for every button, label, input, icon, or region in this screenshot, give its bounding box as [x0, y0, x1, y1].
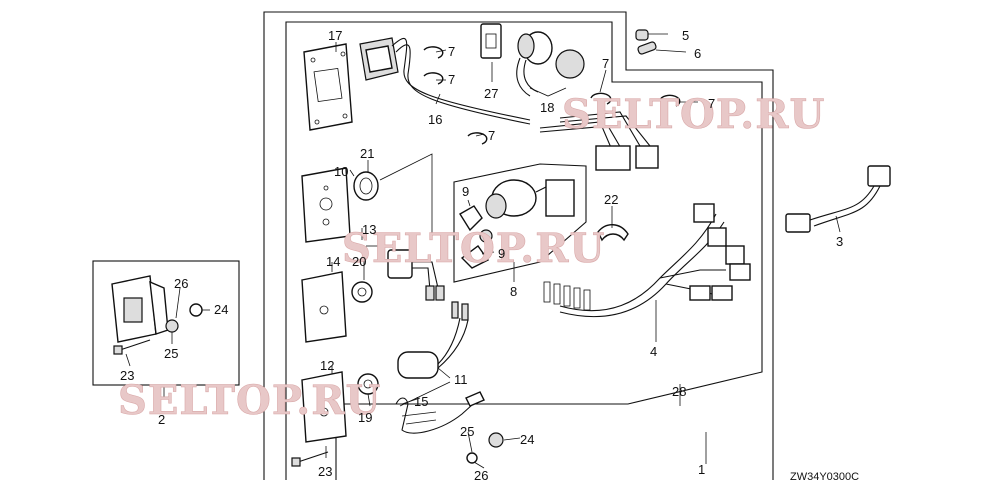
callout-10: 10 — [334, 164, 348, 179]
part-18-buzzer — [516, 31, 585, 97]
part-24-26-nut-washer-bottom — [466, 432, 504, 464]
callout-14: 14 — [326, 254, 340, 269]
diagram-code: ZW34Y0300C — [790, 471, 859, 483]
callout-17: 17 — [328, 28, 342, 43]
watermark: SELTOP.RU — [342, 225, 605, 272]
callout-22: 22 — [604, 192, 618, 207]
part-5-6-pins — [635, 29, 657, 55]
callout-24: 24 — [214, 302, 228, 317]
callout-6: 6 — [694, 46, 701, 61]
callout-16: 16 — [428, 112, 442, 127]
callout-3: 3 — [836, 234, 843, 249]
callout-26: 26 — [474, 468, 488, 483]
main-frame — [263, 11, 774, 480]
part-27-grommet — [480, 23, 502, 59]
callout-23: 23 — [120, 368, 134, 383]
part-12-plate — [301, 371, 347, 443]
part-4-harness — [543, 203, 751, 318]
inner-frame — [285, 21, 763, 480]
part-17-plate — [303, 43, 353, 131]
clip-7-group — [423, 46, 681, 145]
callout-7: 7 — [488, 128, 495, 143]
part-9-key-b — [460, 245, 490, 269]
callout-8: 8 — [510, 284, 517, 299]
part-13-switch — [387, 249, 445, 301]
callout-18: 18 — [540, 100, 554, 115]
watermark: SELTOP.RU — [118, 377, 381, 424]
part-10-plate — [301, 167, 351, 243]
part-3-cable — [785, 165, 891, 233]
callout-25: 25 — [460, 424, 474, 439]
callout-24: 24 — [520, 432, 534, 447]
callout-9: 9 — [462, 184, 469, 199]
leader-lines — [125, 33, 841, 469]
part-21-ring — [353, 171, 379, 201]
callout-9: 9 — [498, 246, 505, 261]
part-23-screw-bottom — [291, 451, 329, 467]
callout-1: 1 — [698, 462, 705, 477]
callout-13: 13 — [362, 222, 376, 237]
callout-7: 7 — [602, 56, 609, 71]
callout-11: 11 — [454, 372, 468, 387]
callout-4: 4 — [650, 344, 657, 359]
connector-bundle-top — [539, 111, 659, 171]
callout-2: 2 — [158, 412, 165, 427]
part-2-switch-assembly — [111, 275, 203, 343]
callout-7: 7 — [448, 44, 455, 59]
callout-7: 7 — [708, 96, 715, 111]
part-19-grommet — [357, 373, 379, 395]
callout-23: 23 — [318, 464, 332, 479]
part-8-frame — [453, 163, 587, 283]
callout-25: 25 — [164, 346, 178, 361]
callout-20: 20 — [352, 254, 366, 269]
part-16-harness — [359, 37, 531, 125]
callout-28: 28 — [672, 384, 686, 399]
part-8-key-switch — [485, 179, 575, 219]
callout-27: 27 — [484, 86, 498, 101]
callout-7: 7 — [448, 72, 455, 87]
watermark: SELTOP.RU — [562, 91, 825, 138]
part-20-nut — [351, 281, 373, 303]
callout-15: 15 — [414, 394, 428, 409]
callout-21: 21 — [360, 146, 374, 161]
part-9-key-a — [459, 205, 493, 243]
part-23-screw-left — [113, 339, 151, 355]
callout-26: 26 — [174, 276, 188, 291]
left-group-frame — [92, 260, 240, 386]
callout-19: 19 — [358, 410, 372, 425]
part-22-clamp — [597, 224, 629, 242]
part-15-spring-cord — [395, 391, 485, 434]
part-14-plate — [301, 271, 347, 343]
callout-12: 12 — [320, 358, 334, 373]
part-11-solenoid — [397, 301, 469, 379]
callout-5: 5 — [682, 28, 689, 43]
